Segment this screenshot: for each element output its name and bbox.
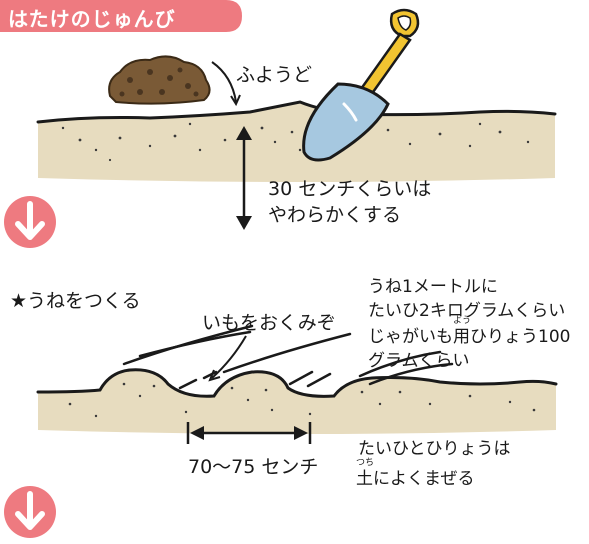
- ruby-you: よう: [453, 316, 472, 326]
- ridge-strokes: [122, 324, 454, 390]
- furrow-arrow-icon: [208, 335, 247, 382]
- ridge-soil: [36, 368, 558, 434]
- ruby-tsuchi: つち: [356, 458, 375, 468]
- spacing-double-arrow-icon: [186, 422, 312, 444]
- fertilizer-line2: たいひ2キログラムくらい: [368, 301, 566, 321]
- mix-line2: 土によくまぜる: [356, 469, 475, 489]
- compost-label: ふようど: [236, 64, 313, 86]
- page-title: はたけのじゅんび: [8, 7, 176, 31]
- shovel-icon: [302, 8, 420, 162]
- fertilizer-line1: うね1メートルに: [368, 277, 498, 297]
- furrow-label: いもをおくみぞ: [202, 312, 336, 334]
- title-tab: [0, 0, 242, 32]
- fertilizer-line3: じゃがいも用ひりょう100: [368, 327, 571, 347]
- depth-double-arrow-icon: [236, 126, 252, 230]
- fertilizer-line4: グラムくらい: [368, 351, 470, 371]
- compost-pile-icon: [108, 55, 211, 105]
- depth-label-line1: 30 センチくらいは: [268, 178, 432, 200]
- down-arrow-icon: [4, 196, 56, 248]
- compost-arrow-icon: [211, 61, 241, 107]
- spacing-label: 70～75 センチ: [188, 456, 319, 478]
- soil-bed-top: [36, 100, 557, 182]
- depth-label-line2: やわらかくする: [268, 204, 402, 226]
- down-arrow-icon: [4, 486, 56, 538]
- mix-line1: たいひとひりょうは: [358, 439, 511, 459]
- ridge-heading: ★うねをつくる: [10, 290, 141, 312]
